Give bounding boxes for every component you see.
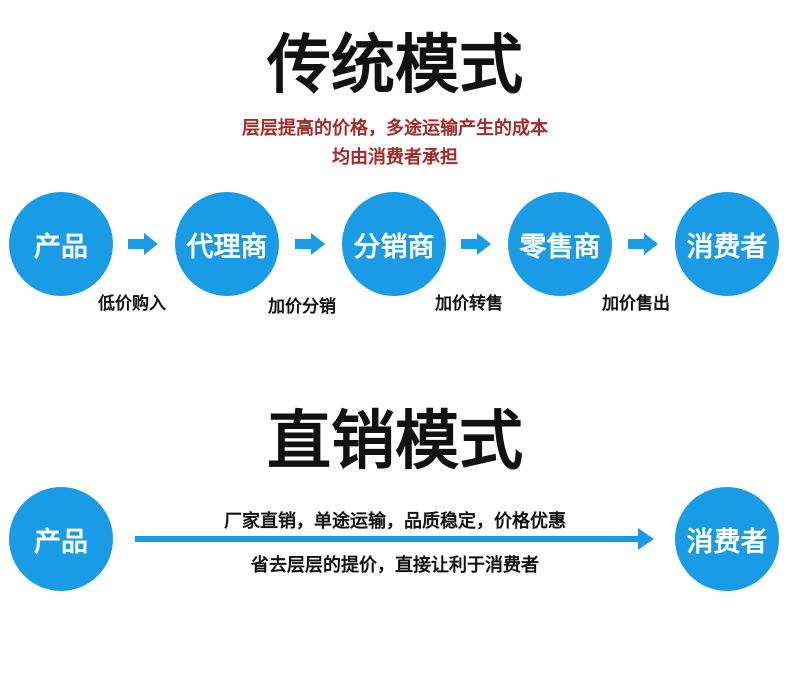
traditional-subtitle-line2: 均由消费者承担	[332, 147, 458, 168]
node-distributor: 分销商	[342, 192, 446, 296]
step-label-1: 低价购入	[98, 294, 166, 314]
direct-line-text-top: 厂家直销，单途运输，品质稳定，价格优惠	[224, 511, 566, 532]
step-label-3: 加价转售	[435, 294, 503, 314]
traditional-title: 传统模式	[267, 29, 523, 103]
node-product: 产品	[9, 192, 113, 296]
direct-line-text-bottom: 省去层层的提价，直接让利于消费者	[251, 555, 539, 576]
node-retailer: 零售商	[508, 192, 612, 296]
step-label-2: 加价分销	[268, 297, 336, 317]
step-label-4: 加价售出	[602, 294, 670, 314]
direct-node-consumer: 消费者	[675, 487, 779, 591]
node-agent: 代理商	[175, 192, 279, 296]
direct-title: 直销模式	[267, 405, 523, 479]
traditional-subtitle-line1: 层层提高的价格，多途运输产生的成本	[242, 118, 548, 139]
node-consumer: 消费者	[675, 192, 779, 296]
direct-node-product: 产品	[9, 487, 113, 591]
